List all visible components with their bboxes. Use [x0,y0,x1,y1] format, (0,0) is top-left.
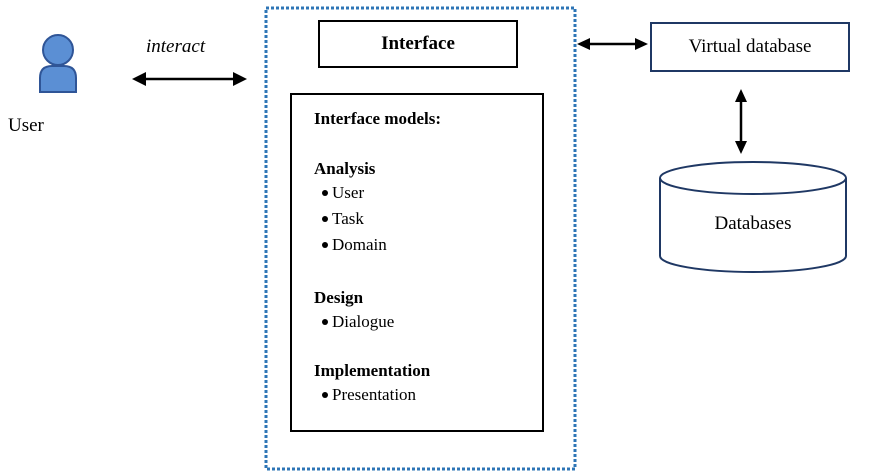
implementation-item-presentation: Presentation [322,385,416,405]
analysis-item-domain: Domain [322,235,387,255]
interface-label: Interface [381,33,455,54]
section-analysis-title: Analysis [314,159,376,178]
interact-label: interact [146,36,206,57]
section-implementation-title: Implementation [314,361,431,380]
analysis-item-task: Task [322,209,364,229]
databases-label: Databases [714,213,792,234]
section-design-title: Design [314,288,364,307]
interface-vdb-arrow [577,38,648,50]
design-item-dialogue: Dialogue [322,312,394,332]
bullet-icon [322,242,328,249]
interface-models-box: Interface models: Analysis User Task Dom… [290,93,544,432]
interface-box: Interface [318,20,518,68]
virtual-database-box: Virtual database [650,22,850,72]
bullet-icon [322,392,328,399]
bullet-icon [322,216,328,223]
interface-models-title: Interface models: [314,109,441,128]
bullet-icon [322,319,328,326]
vdb-databases-arrow [735,89,747,154]
databases-cylinder-icon [659,161,847,273]
virtual-database-label: Virtual database [688,36,812,57]
bullet-icon [322,190,328,197]
user-label: User [8,115,44,136]
user-icon [39,34,77,93]
analysis-item-user: User [322,183,364,203]
user-interface-arrow [132,72,247,86]
